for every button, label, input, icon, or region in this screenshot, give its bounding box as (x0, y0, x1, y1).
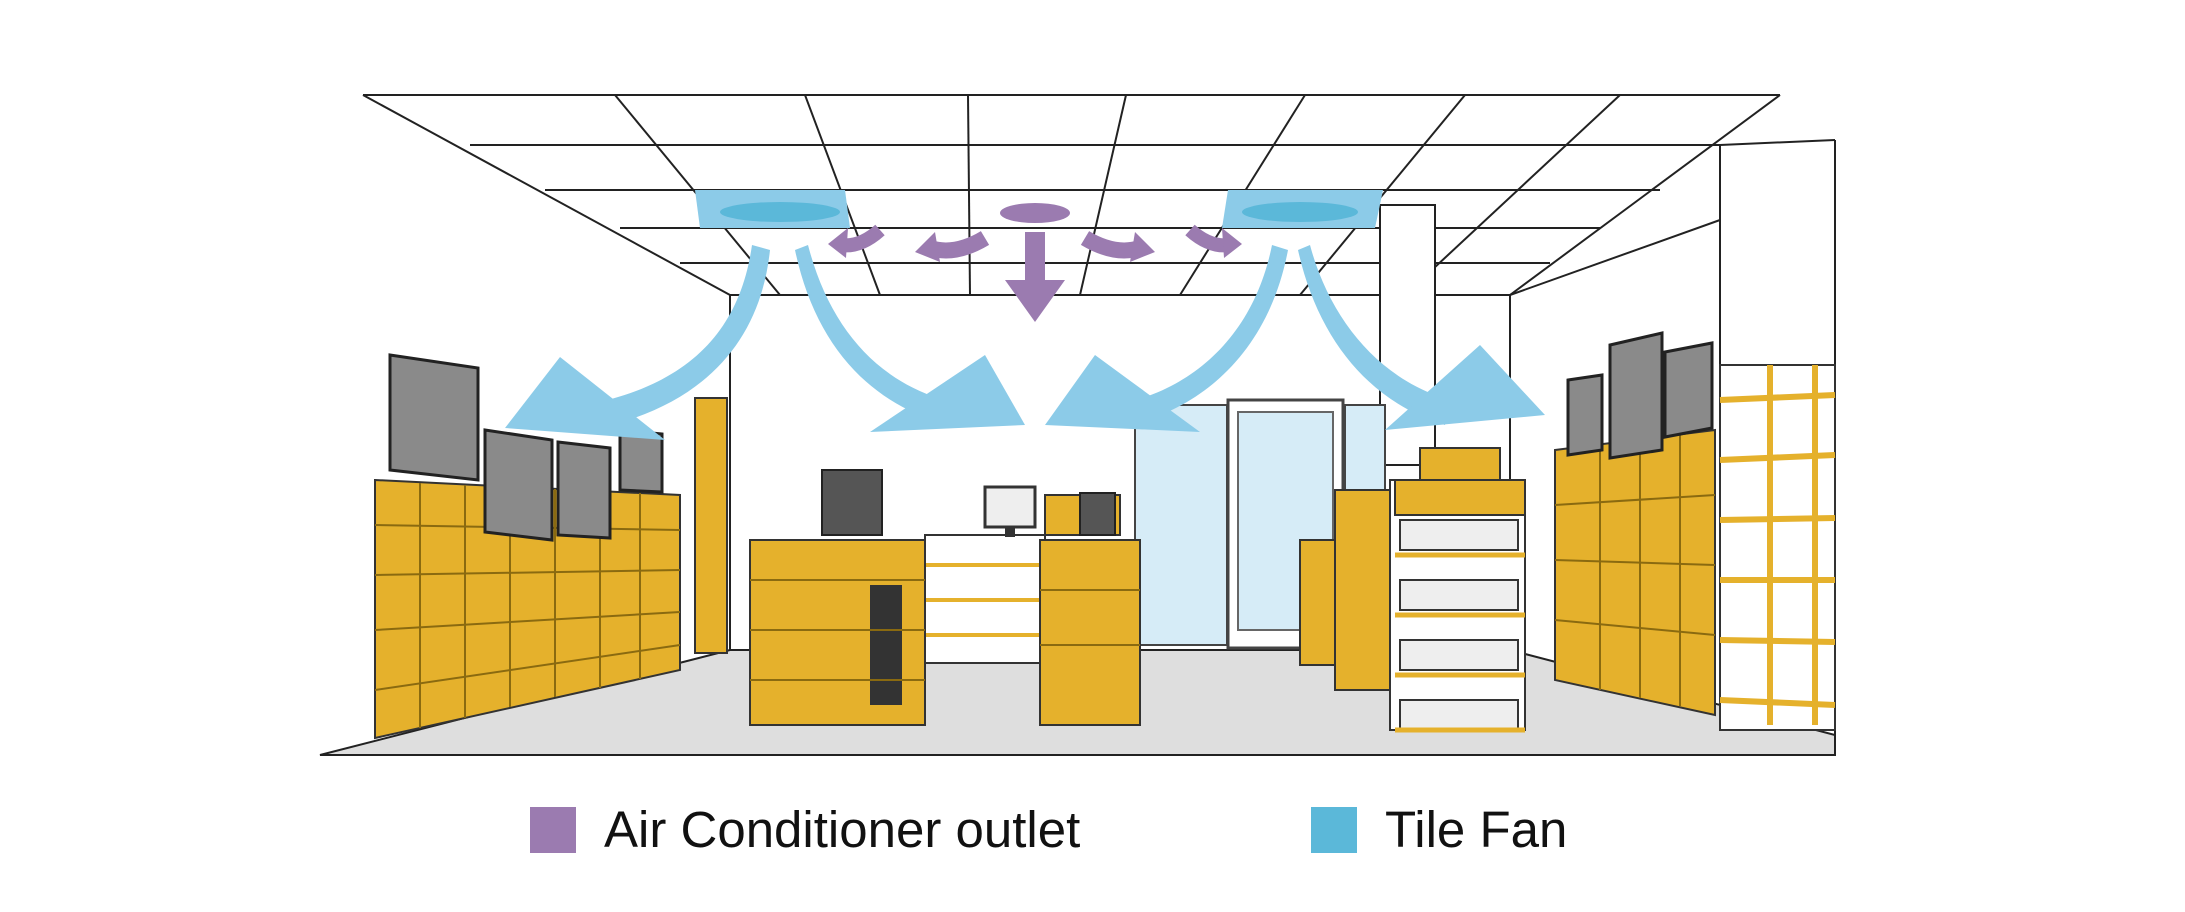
shelving-unit-left (374, 478, 681, 740)
monitor (1566, 331, 1714, 460)
side-door (694, 397, 728, 654)
center-counter (749, 469, 1141, 726)
legend-label: Tile Fan (1385, 801, 1568, 858)
air-conditioner-outlet (1000, 203, 1070, 223)
airflow-arrow (505, 245, 1545, 440)
legend-item-tile-fan: Tile Fan (1311, 800, 1567, 859)
air-conditioner-swatch (530, 806, 576, 853)
monitor (388, 353, 664, 542)
tile-fan-swatch (1311, 806, 1357, 853)
shelving-unit-right (1554, 364, 1836, 731)
legend-label: Air Conditioner outlet (604, 801, 1081, 858)
legend-item-air-conditioner: Air Conditioner outlet (530, 800, 1080, 859)
tile-fan (695, 190, 1383, 228)
ceiling-grid (362, 94, 1781, 296)
shelving-unit-right-center (1299, 447, 1526, 733)
airflow-arrow (828, 224, 1242, 322)
